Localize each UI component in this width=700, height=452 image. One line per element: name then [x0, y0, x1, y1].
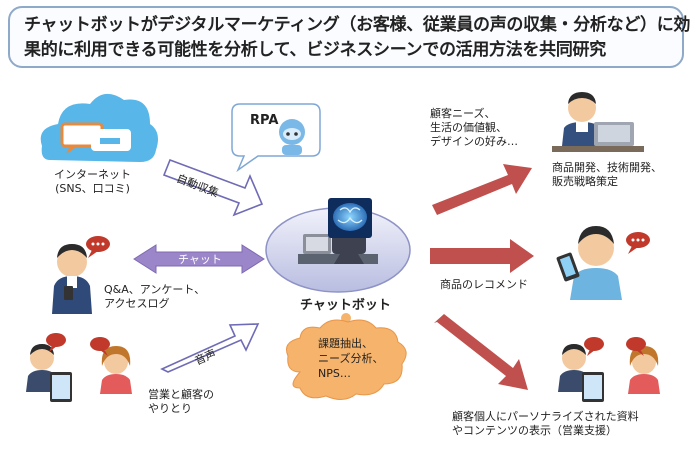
chat-label: チャット: [178, 253, 222, 266]
chatbot-label: チャットボット: [300, 298, 391, 313]
customer-woman-icon: [100, 346, 132, 394]
title-line-2: 果的に利用できる可能性を分析して、ビジネスシーンでの活用方法を共同研究: [24, 40, 606, 60]
analysis-cloud: [286, 313, 407, 400]
salesperson-icon: [558, 344, 604, 402]
dev-label: 商品開発、技術開発、 販売戦略策定: [552, 161, 662, 188]
salesperson-icon: [26, 344, 72, 402]
needs-output-arrow[interactable]: [432, 164, 532, 215]
person-with-phone-icon: [52, 244, 92, 314]
ai-brain-icon: [328, 198, 372, 238]
office-worker-icon: [552, 92, 644, 152]
recommend-output-arrow[interactable]: [430, 239, 534, 273]
personalize-output-arrow[interactable]: [434, 314, 528, 390]
internet-cloud-icon: [40, 93, 158, 162]
speech-bubble-icon: [86, 236, 110, 258]
internet-label: インターネット (SNS、口コミ): [54, 168, 131, 195]
title-line-1: チャットボットがデジタルマーケティング（お客様、従業員の声の収集・分析など）に効: [24, 15, 691, 35]
rpa-label: RPA: [250, 113, 279, 128]
auto-collect-arrow[interactable]: [162, 158, 264, 217]
chat-double-arrow[interactable]: [133, 244, 265, 274]
analysis-cloud-label: 課題抽出、 ニーズ分析、 NPS…: [318, 337, 384, 380]
speech-bubble-icon: [584, 337, 646, 356]
qa-label: Q&A、アンケート、 アクセスログ: [104, 283, 206, 310]
customer-woman-icon: [628, 346, 660, 394]
personalize-label: 顧客個人にパーソナライズされた資料 やコンテンツの表示（営業支援）: [452, 410, 639, 437]
recommend-label: 商品のレコメンド: [440, 278, 528, 291]
needs-label: 顧客ニーズ、 生活の価値観、 デザインの好み…: [430, 107, 518, 148]
sales-label: 営業と顧客の やりとり: [148, 388, 214, 415]
speech-bubble-icon: [46, 333, 110, 356]
voice-arrow[interactable]: [160, 323, 260, 373]
title-box: チャットボットがデジタルマーケティング（お客様、従業員の声の収集・分析など）に効…: [8, 6, 691, 68]
robot-icon: [279, 119, 305, 155]
speech-bubble-icon: [626, 232, 650, 254]
man-with-phone-icon: [556, 226, 622, 300]
